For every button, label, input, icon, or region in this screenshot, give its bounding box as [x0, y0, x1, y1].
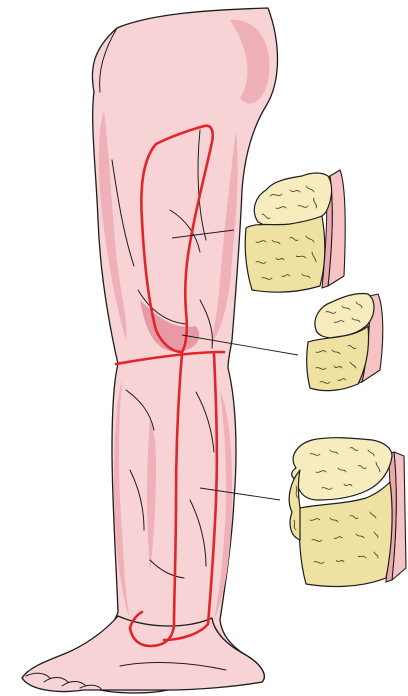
tissue-sample-thigh [245, 170, 345, 292]
foot [22, 616, 264, 692]
leg-silhouette [22, 8, 278, 693]
leg-illustration [22, 8, 278, 693]
tissue-sample-lower-leg [289, 438, 406, 587]
tissue-sample-knee [307, 293, 383, 390]
fat-top-face [292, 438, 392, 500]
fat-front-face [245, 216, 325, 292]
fat-side-lobe [289, 470, 300, 540]
